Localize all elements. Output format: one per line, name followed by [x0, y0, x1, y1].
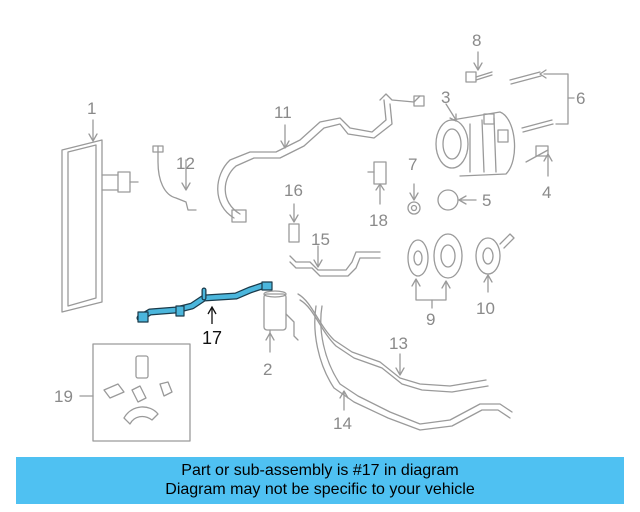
condenser [61, 119, 139, 313]
line-13 [297, 293, 489, 393]
info-banner: Part or sub-assembly is #17 in diagram D… [16, 457, 624, 504]
parts-diagram: 1 2 3 4 5 6 7 8 9 10 11 12 13 14 15 16 1… [54, 31, 585, 442]
clutch-9 [407, 233, 463, 309]
callout-11: 11 [274, 103, 292, 122]
callout-15: 15 [311, 230, 330, 249]
callout-19: 19 [54, 387, 73, 406]
receiver-drier [263, 290, 299, 353]
banner-line-1: Part or sub-assembly is #17 in diagram [181, 462, 459, 479]
switch-16 [288, 203, 300, 243]
callout-7: 7 [408, 155, 417, 174]
studs-6 [509, 69, 575, 133]
callout-8: 8 [472, 31, 481, 50]
hose-17-highlighted [136, 281, 273, 323]
compressor [435, 103, 516, 177]
callout-1: 1 [87, 99, 96, 118]
banner-line-2: Diagram may not be specific to your vehi… [165, 481, 475, 498]
hose-12 [152, 145, 197, 211]
callout-3: 3 [441, 88, 450, 107]
valve-4 [525, 145, 553, 177]
callout-13: 13 [389, 334, 408, 353]
callout-18: 18 [369, 211, 388, 230]
callout-2: 2 [263, 360, 272, 379]
callout-5: 5 [482, 191, 491, 210]
bracket-18 [367, 161, 387, 205]
oring-5 [437, 189, 477, 211]
callout-12: 12 [176, 154, 195, 173]
line-15 [289, 245, 381, 277]
callout-9: 9 [426, 310, 435, 329]
hose-11 [217, 93, 425, 223]
callout-4: 4 [542, 183, 551, 202]
callout-14: 14 [333, 414, 352, 433]
kit-box-19 [79, 343, 191, 442]
coil-10 [475, 233, 515, 293]
leader-17 [207, 305, 217, 324]
callout-17: 17 [202, 328, 222, 348]
bolt-8 [465, 51, 493, 83]
line-14 [314, 305, 513, 431]
washer-7 [407, 183, 421, 215]
callout-16: 16 [284, 181, 303, 200]
callout-6: 6 [576, 89, 585, 108]
callout-10: 10 [476, 299, 495, 318]
